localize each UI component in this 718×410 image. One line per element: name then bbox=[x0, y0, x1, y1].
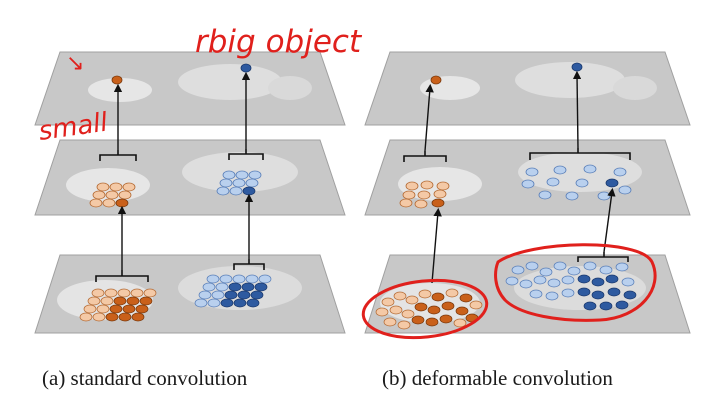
bracket-icon bbox=[233, 259, 265, 270]
arrow-up-icon bbox=[431, 207, 442, 284]
grid-middle-orange-left bbox=[89, 182, 136, 208]
caption-deformable-convolution: (b) deformable convolution bbox=[382, 366, 613, 390]
arrow-up-icon bbox=[572, 70, 582, 149]
bracket-icon bbox=[577, 252, 629, 262]
annotation-big-object: rbig object bbox=[195, 24, 363, 60]
arrow-up-icon bbox=[603, 187, 616, 253]
layer-middle-right bbox=[364, 139, 691, 216]
unit-big-top-left bbox=[240, 63, 252, 73]
samples-middle-blue-right bbox=[521, 164, 632, 201]
bracket-icon bbox=[529, 148, 631, 160]
caption-standard-convolution: (a) standard convolution bbox=[42, 366, 248, 390]
circle-big-object bbox=[494, 243, 657, 322]
unit-small-top-left bbox=[111, 75, 123, 85]
arrow-up-icon bbox=[424, 83, 434, 152]
layer-top-left bbox=[34, 51, 346, 126]
bracket-icon bbox=[228, 149, 264, 160]
bracket-icon bbox=[95, 270, 149, 282]
deformable-convolution-column bbox=[364, 51, 691, 334]
samples-middle-orange-right bbox=[399, 180, 450, 209]
bracket-icon bbox=[403, 151, 447, 162]
samples-bottom-blue-right bbox=[505, 261, 637, 311]
annotation-arrow-icon: ↘ bbox=[66, 51, 84, 76]
bracket-icon bbox=[99, 150, 137, 161]
circle-small-object bbox=[361, 278, 489, 340]
samples-bottom-orange-right bbox=[375, 288, 483, 330]
grid-bottom-blue-left bbox=[194, 274, 272, 308]
unit-small-top-right bbox=[430, 75, 442, 85]
layer-top-right bbox=[364, 51, 691, 126]
unit-big-top-right bbox=[571, 62, 583, 72]
layer-middle-left bbox=[34, 139, 346, 216]
standard-convolution-column bbox=[34, 51, 346, 334]
grid-bottom-orange-left bbox=[79, 288, 157, 322]
layer-bottom-left bbox=[34, 254, 346, 334]
grid-middle-blue-left bbox=[216, 170, 262, 196]
